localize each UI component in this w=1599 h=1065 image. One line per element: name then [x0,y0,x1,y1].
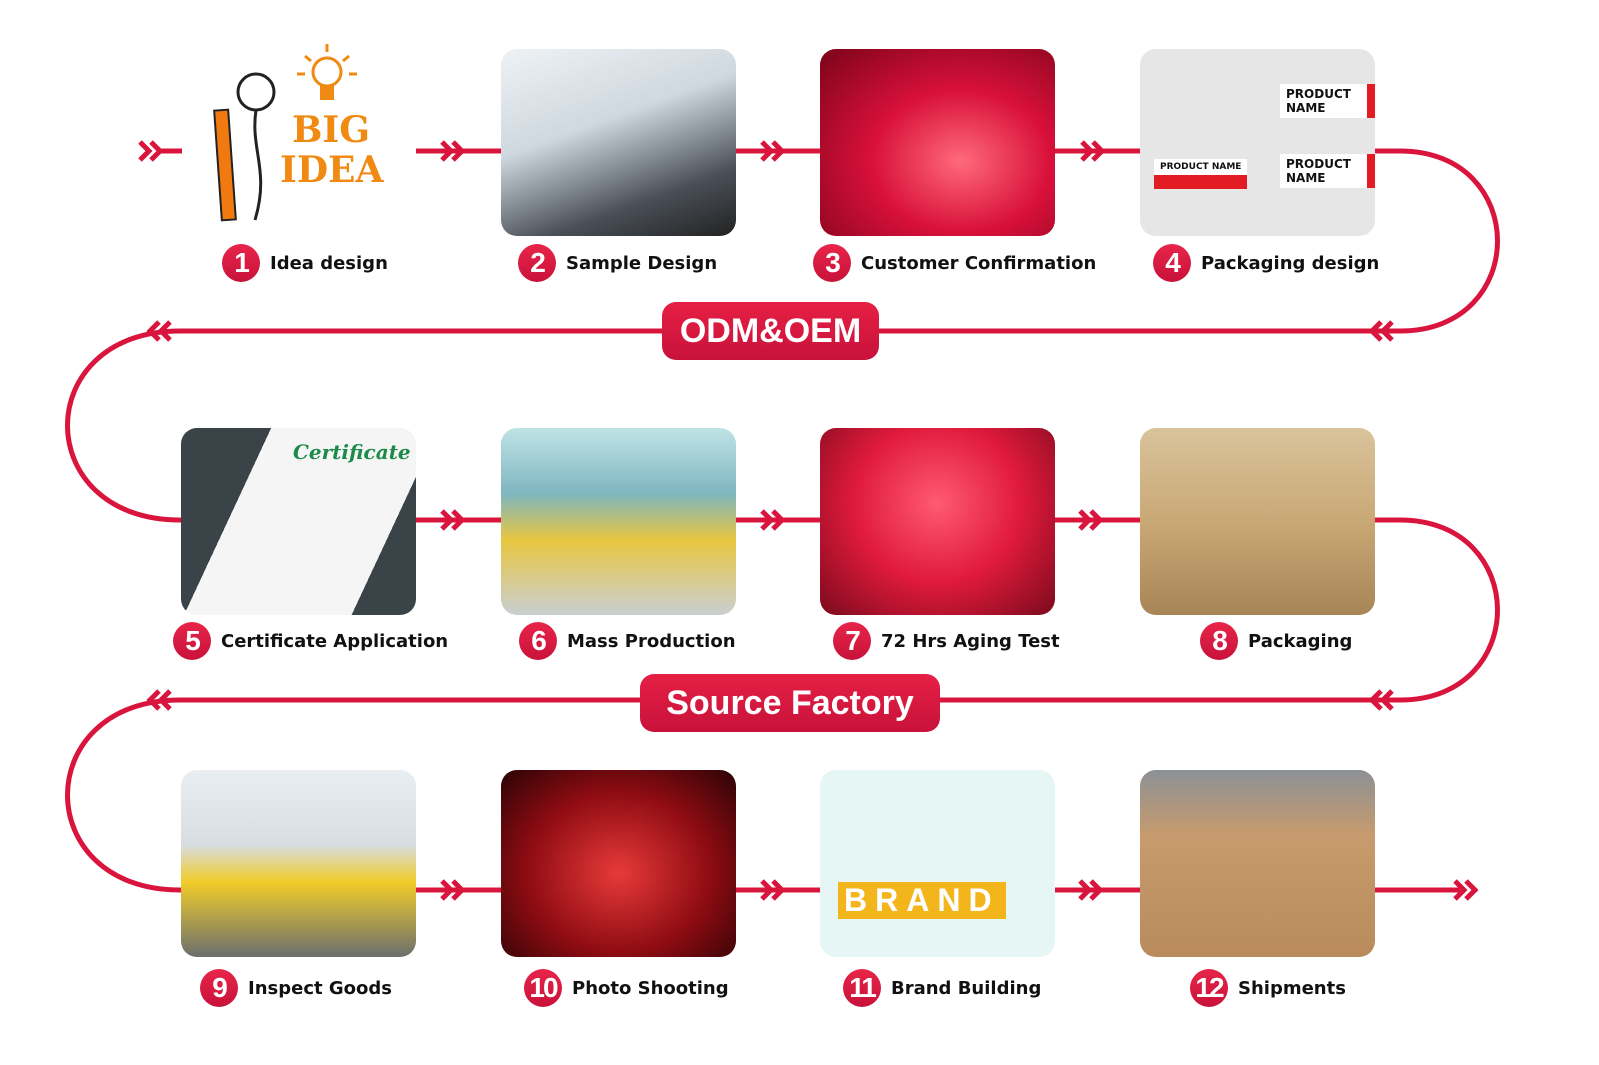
inspect-goods-photo [181,770,416,957]
step-5: 5 Certificate Application [173,622,448,660]
chevron-right-icon [760,509,786,531]
chevron-right-icon [760,140,786,162]
chevron-left-icon [1368,320,1394,342]
step-6: 6 Mass Production [519,622,736,660]
chevron-right-icon [1078,509,1104,531]
step-number-badge: 9 [200,969,238,1007]
step-label: Mass Production [567,630,736,652]
step-label: Idea design [270,252,388,274]
step-label: 72 Hrs Aging Test [881,630,1060,652]
step-number-badge: 1 [222,244,260,282]
step-4: 4 Packaging design [1153,244,1379,282]
packaging-photo [1140,428,1375,615]
chevron-left-icon [146,320,172,342]
odm-oem-banner: ODM&OEM [662,302,879,360]
product-name-box: PRODUCT NAME [1280,84,1375,118]
step-number-badge: 4 [1153,244,1191,282]
step-11: 11 Brand Building [843,969,1041,1007]
step-10: 10 Photo Shooting [524,969,729,1007]
step-label: Shipments [1238,977,1346,999]
chevron-right-icon [138,140,164,162]
sample-design-photo [501,49,736,236]
big-idea-illustration [213,44,357,222]
step-label: Brand Building [891,977,1042,999]
shipments-photo [1140,770,1375,957]
chevron-right-icon [440,140,466,162]
step-label: Certificate Application [221,630,449,652]
step-label: Packaging design [1201,252,1380,274]
step-7: 7 72 Hrs Aging Test [833,622,1060,660]
product-name-box: PRODUCT NAME [1154,159,1248,189]
product-name-box: PRODUCT NAME [1280,154,1375,188]
certificate-photo: Certificate [181,428,416,615]
chevron-icons [138,140,1479,901]
chevron-right-icon [440,879,466,901]
big-idea-logo: BIG IDEA [280,110,383,190]
chevron-right-icon [1078,879,1104,901]
step-8: 8 Packaging [1200,622,1352,660]
aging-test-photo [820,428,1055,615]
step-9: 9 Inspect Goods [200,969,392,1007]
customer-confirmation-photo [820,49,1055,236]
step-label: Packaging [1248,630,1353,652]
logo-line-2: IDEA [280,149,384,191]
packaging-design-photo: PRODUCT NAME PRODUCT NAME PRODUCT NAME [1140,49,1375,236]
chevron-right-icon [1080,140,1106,162]
step-12: 12 Shipments [1190,969,1346,1007]
chevron-left-icon [1368,689,1394,711]
step-label: Photo Shooting [572,977,729,999]
step-2: 2 Sample Design [518,244,717,282]
step-number-badge: 8 [1200,622,1238,660]
logo-line-1: BIG [292,109,371,151]
step-1: 1 Idea design [222,244,388,282]
step-number-badge: 12 [1190,969,1228,1007]
step-number-badge: 3 [813,244,851,282]
step-number-badge: 7 [833,622,871,660]
chevron-right-icon [760,879,786,901]
chevron-right-icon [1453,879,1479,901]
step-number-badge: 2 [518,244,556,282]
chevron-left-icon [146,689,172,711]
brand-building-photo: BRAND [820,770,1055,957]
chevron-right-icon [440,509,466,531]
step-number-badge: 6 [519,622,557,660]
step-label: Inspect Goods [248,977,392,999]
step-label: Customer Confirmation [861,252,1097,274]
brand-blocks: BRAND [838,882,1006,919]
step-number-badge: 5 [173,622,211,660]
step-number-badge: 11 [843,969,881,1007]
step-label: Sample Design [566,252,718,274]
mass-production-photo [501,428,736,615]
source-factory-banner: Source Factory [640,674,940,732]
certificate-title: Certificate [293,440,411,464]
photo-shooting-photo [501,770,736,957]
step-number-badge: 10 [524,969,562,1007]
step-3: 3 Customer Confirmation [813,244,1096,282]
